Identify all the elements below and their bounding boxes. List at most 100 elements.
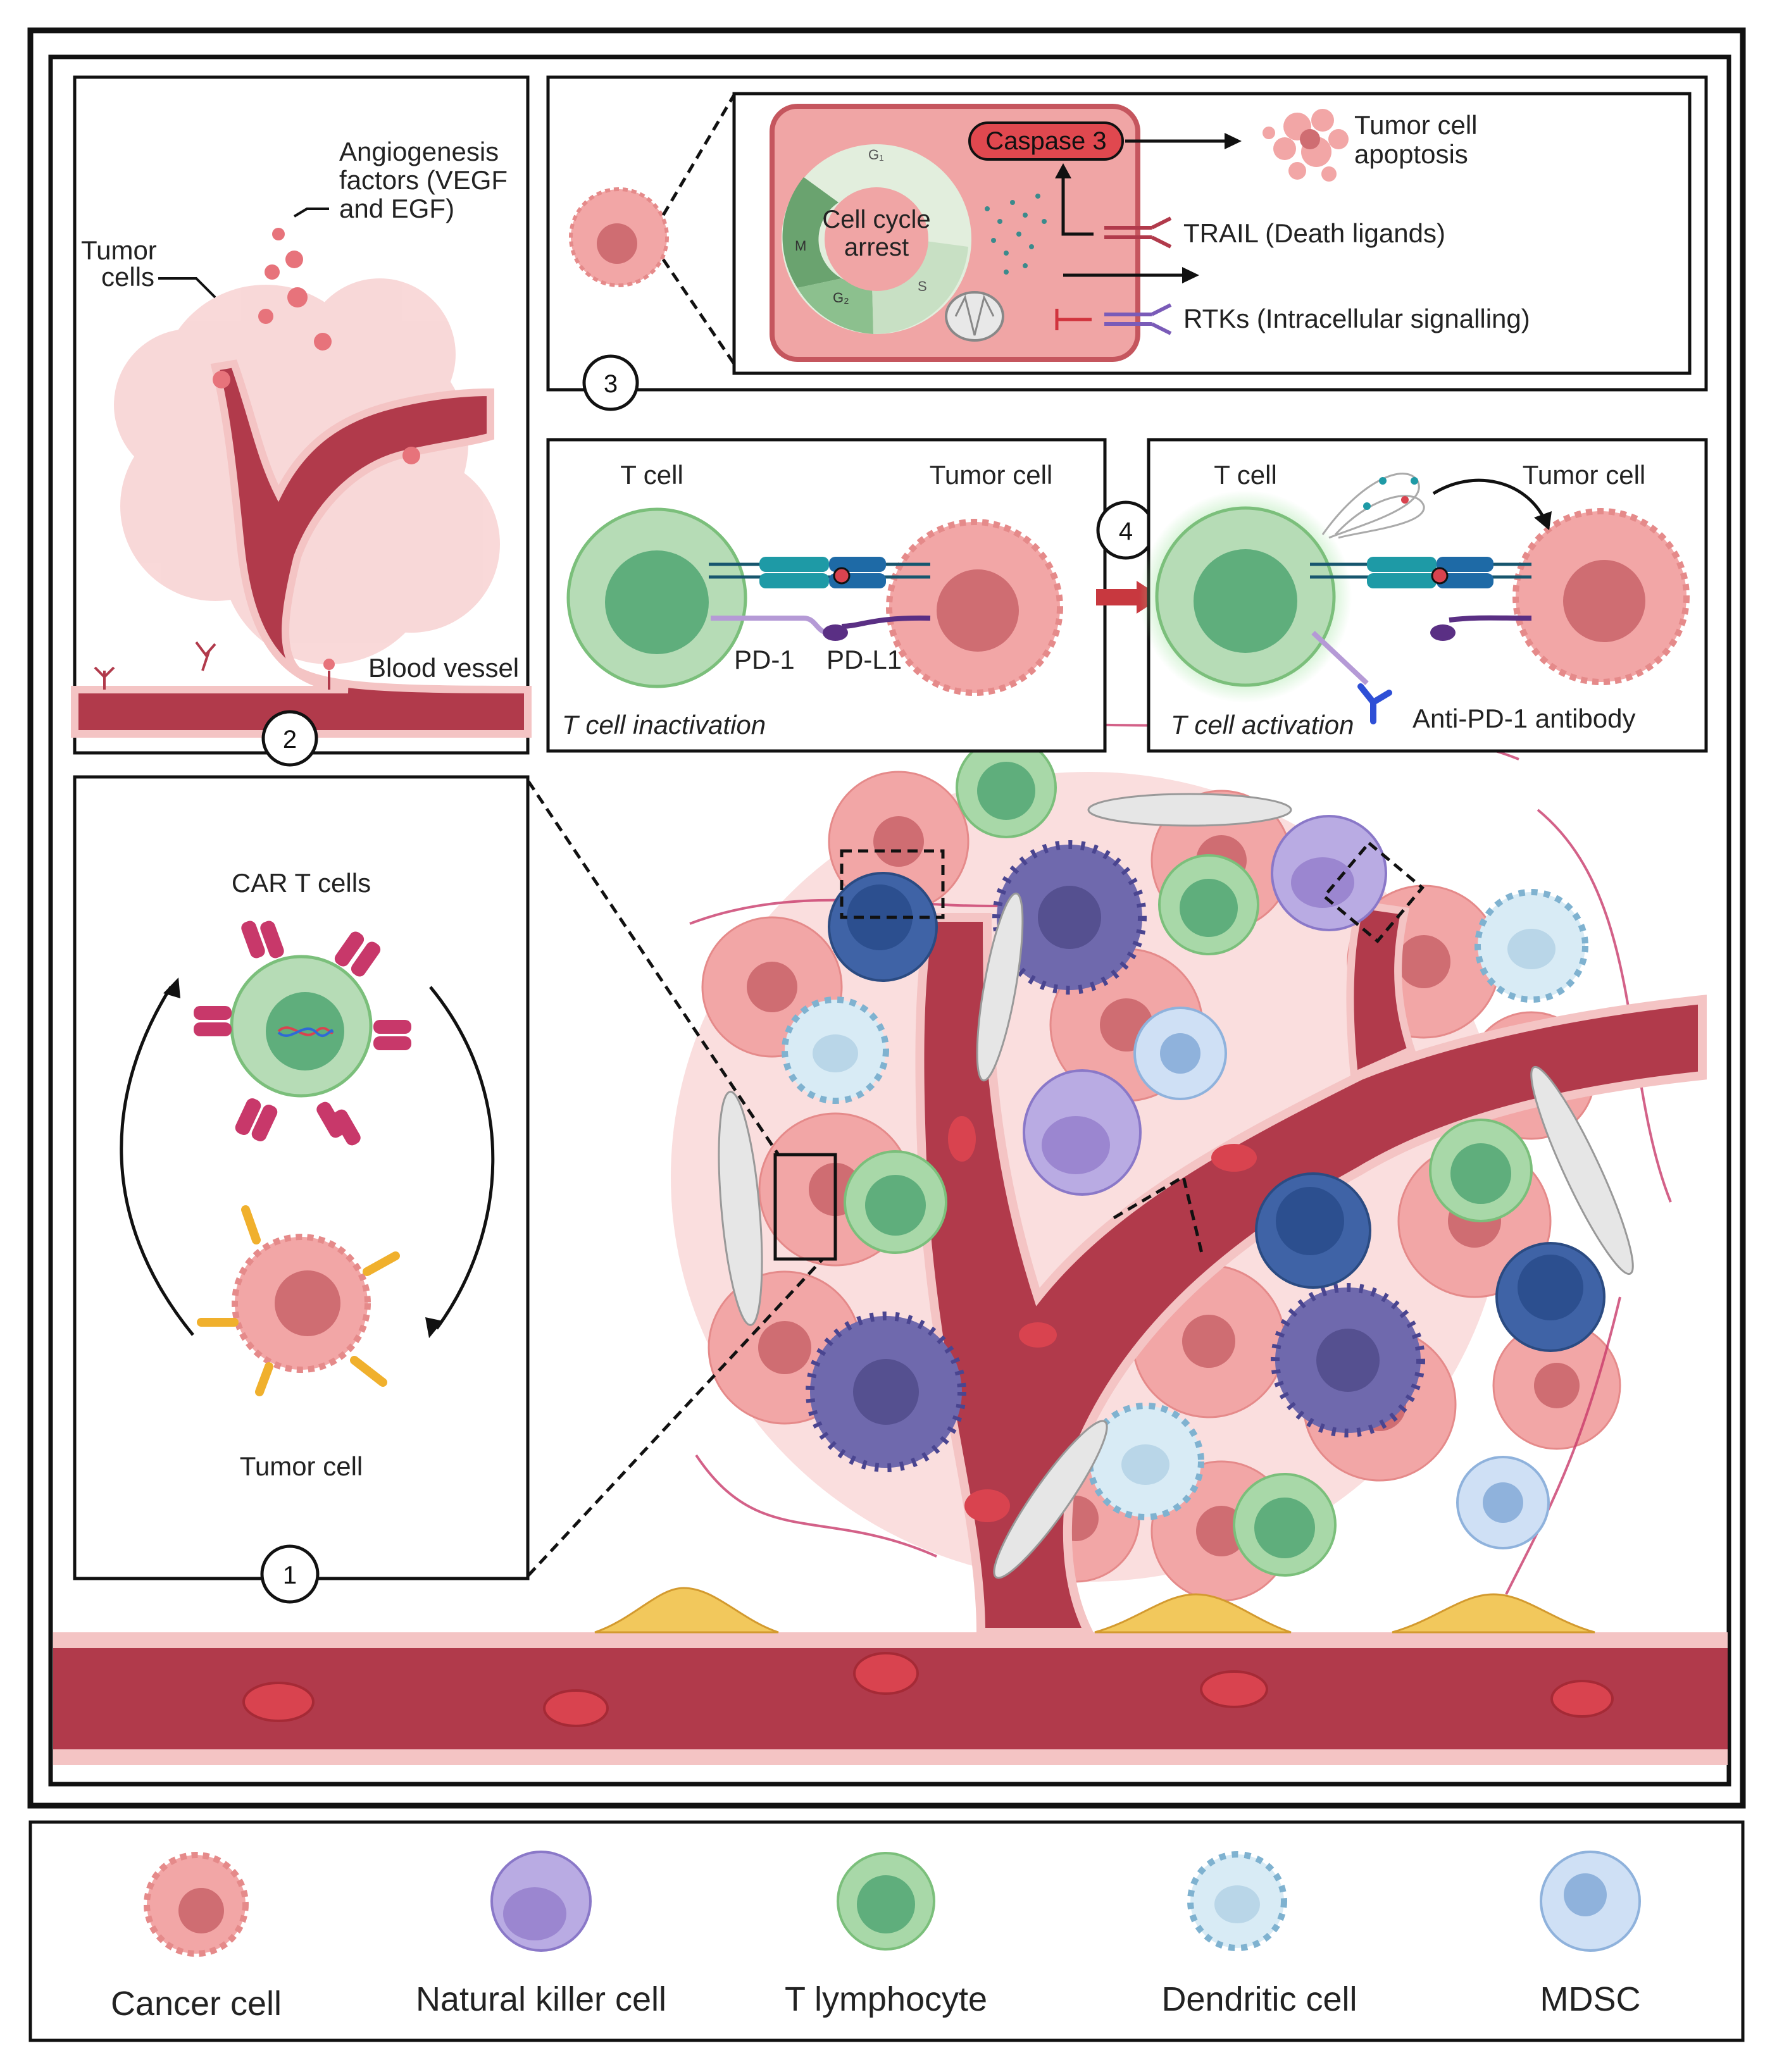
- cell-cycle-label-line1: Cell cycle: [822, 206, 930, 233]
- tme-navy-cell: [828, 872, 938, 982]
- tme-nk-cell: [1023, 1069, 1142, 1196]
- phase-m: M: [795, 238, 806, 254]
- apoptosis-label-line2: apoptosis: [1354, 139, 1468, 169]
- pd1-pdl1-complex: [711, 615, 931, 641]
- signal-dots: [985, 194, 1047, 275]
- legend-mdsc-icon: [1540, 1851, 1641, 1952]
- tme-immune-cells: [594, 737, 1634, 1634]
- tme-t-cell: [844, 1150, 947, 1254]
- legend-nk-cell-label: Natural killer cell: [416, 1980, 666, 2018]
- panel-2-number-circle: [261, 710, 318, 767]
- apoptosis-label-line1: Tumor cell: [1354, 110, 1477, 140]
- left-t-cell-label: T cell: [620, 460, 683, 490]
- tme-fibroblasts: [718, 793, 1634, 1579]
- zoom-dashed-boxes: [527, 780, 1425, 1577]
- panel-4-right-tumor-cell: [1512, 508, 1690, 685]
- main-blood-vessel: [53, 1632, 1728, 1765]
- anti-pd1-antibody-icon: [1357, 683, 1392, 724]
- trail-label: TRAIL (Death ligands): [1183, 218, 1445, 248]
- panel-3-apoptosis: G₁ M S G₂ Cell cycle arrest Caspase 3: [546, 75, 1708, 411]
- left-tumor-cell-label: Tumor cell: [930, 460, 1052, 490]
- cycle-arrow-left: [120, 986, 194, 1336]
- panel-1-car-t: CAR T cells: [73, 775, 530, 1580]
- tme-spiky-cell: [1271, 1283, 1425, 1437]
- panel-4-left-tumor-cell: [886, 519, 1063, 696]
- panel-2-angiogenesis: Angiogenesis factors (VEGF and EGF) Tumo…: [71, 75, 532, 755]
- caspase-3-badge: Caspase 3: [968, 121, 1124, 161]
- panel-4-inactivation: T cell Tumor cell PD-1 PD-L1 T cell inac…: [546, 438, 1107, 753]
- panel-1-tumor-cell: [232, 1234, 371, 1373]
- caspase-3-label: Caspase 3: [985, 127, 1106, 155]
- rtks-label: RTKs (Intracellular signalling): [1183, 304, 1530, 333]
- blood-vessel-label: Blood vessel: [368, 653, 519, 683]
- tme-stromal-cells: [594, 1587, 1595, 1634]
- panel-3-number: 3: [604, 370, 618, 398]
- car-t-cell: [230, 955, 373, 1098]
- tme-nk-cell: [1271, 815, 1387, 931]
- legend-cancer-cell-label: Cancer cell: [111, 1985, 282, 2023]
- tme-navy-cell: [1495, 1242, 1606, 1352]
- car-receptors: [194, 921, 411, 1146]
- rtk-receptor-icon: [1104, 303, 1172, 335]
- pdl1-label: PD-L1: [826, 645, 902, 674]
- pd1-label: PD-1: [734, 645, 795, 674]
- right-t-cell-label: T cell: [1214, 460, 1277, 490]
- tme-t-cell: [1233, 1473, 1337, 1577]
- legend-dendritic-cell-label: Dendritic cell: [1161, 1980, 1357, 2018]
- t-cell-inactivation-label: T cell inactivation: [562, 710, 766, 740]
- tumor-cells-label-line2: cells: [101, 262, 154, 292]
- tumor-cells-label-line1: Tumor: [81, 235, 157, 265]
- phase-g1: G₁: [868, 147, 884, 163]
- angio-label-line2: factors (VEGF: [339, 165, 508, 195]
- panel-1-tumor-cell-label: Tumor cell: [240, 1451, 363, 1481]
- panel-1-number-circle: [260, 1544, 320, 1604]
- tme-dendritic-cell: [1087, 1403, 1204, 1520]
- tme-mdsc: [1133, 1007, 1227, 1100]
- tme-mdsc: [1456, 1456, 1550, 1549]
- t-cell-activation-label: T cell activation: [1171, 710, 1354, 740]
- panel-4-number: 4: [1119, 518, 1133, 545]
- legend-mdsc-label: MDSC: [1540, 1980, 1641, 2018]
- tme-spiky-cell: [806, 1312, 966, 1472]
- anti-pd1-antibody-label: Anti-PD-1 antibody: [1412, 704, 1636, 733]
- outer-frame: [27, 27, 1746, 1809]
- pd1-blocked-line: [1311, 631, 1369, 685]
- phase-s: S: [918, 278, 927, 294]
- right-tumor-cell-label: Tumor cell: [1523, 460, 1645, 490]
- panel-3-small-tumor-cell: [569, 187, 669, 287]
- cell-cycle-label-line2: arrest: [844, 233, 909, 261]
- tme-t-cell: [956, 737, 1057, 838]
- tcr-mhc-complex-right: [1310, 557, 1531, 588]
- angio-label-line3: and EGF): [339, 194, 454, 223]
- legend-dendritic-cell-icon: [1187, 1851, 1287, 1951]
- legend-nk-cell-icon: [490, 1851, 592, 1952]
- panel-4-activation: T cell Tumor cell T cell activation Anti…: [1139, 438, 1708, 753]
- tme-navy-cell: [1255, 1172, 1371, 1289]
- phase-g2: G₂: [833, 290, 849, 306]
- tcr-mhc-complex-left: [709, 557, 930, 588]
- legend-t-lymphocyte-label: T lymphocyte: [785, 1980, 987, 2018]
- active-t-cell: [1155, 506, 1336, 687]
- tme-spiky-cell: [992, 840, 1147, 995]
- car-t-cells-label: CAR T cells: [232, 868, 371, 898]
- panel-3-number-circle: [582, 354, 639, 411]
- trail-receptor-icon: [1104, 216, 1172, 249]
- legend-cancer-cell-icon: [144, 1852, 249, 1957]
- panel-1-number: 1: [283, 1561, 297, 1589]
- inactive-t-cell: [566, 507, 747, 688]
- pdl1-unbound: [1430, 615, 1532, 641]
- tme-t-cell: [1429, 1119, 1533, 1222]
- panel-2-number: 2: [283, 726, 297, 754]
- cycle-arrow-right: [429, 986, 495, 1330]
- cytokine-granules-icon: [1321, 473, 1425, 539]
- mitochondrion: [945, 291, 1004, 342]
- apoptotic-cell-icon: [1263, 109, 1349, 182]
- legend: Cancer cell Natural killer cell T lympho…: [28, 1820, 1745, 2042]
- cell-cycle-ring: [782, 144, 971, 335]
- tme-dendritic-cell: [1475, 889, 1588, 1003]
- tme-dendritic-cell: [782, 996, 889, 1104]
- tme-t-cell: [1158, 854, 1259, 955]
- tumor-vessel-branches: [915, 900, 1707, 1637]
- inner-frame: [48, 54, 1731, 1787]
